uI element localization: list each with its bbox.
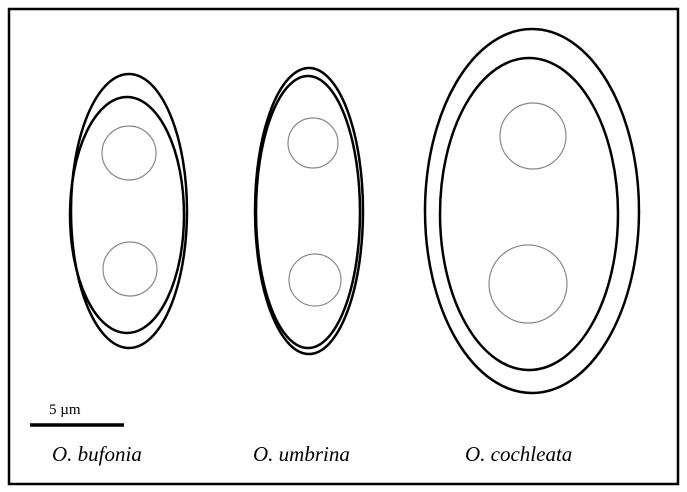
spore-outer-wall: [69, 72, 189, 350]
oil-droplet: [288, 253, 342, 307]
scale-bar: 5 µm: [30, 402, 124, 427]
oil-droplet: [102, 241, 158, 297]
scale-bar-label: 5 µm: [49, 402, 81, 418]
spore-outer-wall: [423, 27, 641, 395]
species-label-o-bufonia: O. bufonia: [52, 442, 142, 466]
spore-inner-wall: [438, 56, 620, 372]
oil-droplet: [287, 117, 339, 169]
spore-o-bufonia: [68, 72, 189, 350]
oil-droplet: [488, 244, 568, 324]
oil-droplet: [101, 125, 157, 181]
spore-o-umbrina: [253, 66, 365, 356]
spore-inner-wall: [68, 95, 186, 335]
spore-inner-wall: [254, 74, 362, 350]
species-label-o-cochleata: O. cochleata: [465, 442, 572, 466]
spore-o-cochleata: [423, 27, 641, 395]
species-label-o-umbrina: O. umbrina: [253, 442, 350, 466]
oil-droplet: [499, 102, 567, 170]
figure-frame: [7, 7, 680, 486]
